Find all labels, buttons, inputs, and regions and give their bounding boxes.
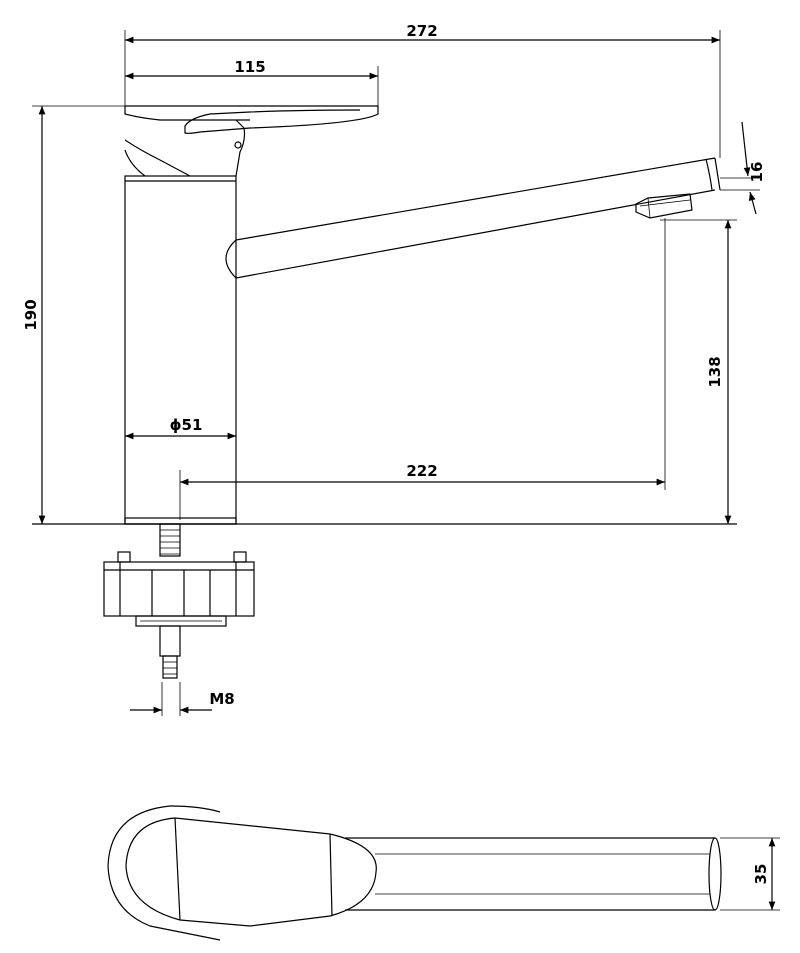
top-view (107, 805, 780, 941)
dim-label-thread-size: M8 (209, 690, 234, 708)
dim-label-total-height: 190 (22, 299, 40, 330)
dim-label-handle-length: 115 (234, 58, 265, 76)
mounting-nut (103, 551, 255, 627)
dimension-handle-length: 115 (125, 58, 378, 80)
faucet-handle (124, 105, 379, 177)
dimension-spout-tip-height: 16 (741, 121, 766, 215)
dimension-spout-width: 35 (752, 838, 776, 910)
dim-label-overall-length: 272 (406, 22, 437, 40)
faucet-body (124, 175, 237, 525)
dim-label-body-diameter: ϕ51 (170, 416, 203, 434)
mounting-rod (159, 625, 181, 679)
dimension-spout-reach: 222 (180, 462, 665, 486)
dimension-body-diameter: ϕ51 (125, 416, 236, 440)
dimension-spout-clearance: 138 (706, 220, 732, 524)
side-view (32, 30, 760, 716)
dim-label-spout-tip-height: 16 (748, 162, 766, 183)
dim-label-spout-clearance: 138 (706, 356, 724, 387)
dimension-thread-size: M8 (130, 690, 235, 714)
dimension-total-height: 190 (22, 105, 46, 524)
dim-label-spout-width: 35 (752, 864, 770, 885)
dim-label-spout-reach: 222 (406, 462, 437, 480)
dimension-overall-length: 272 (125, 22, 720, 44)
mounting-thread (159, 523, 181, 557)
faucet-spout (225, 157, 721, 279)
